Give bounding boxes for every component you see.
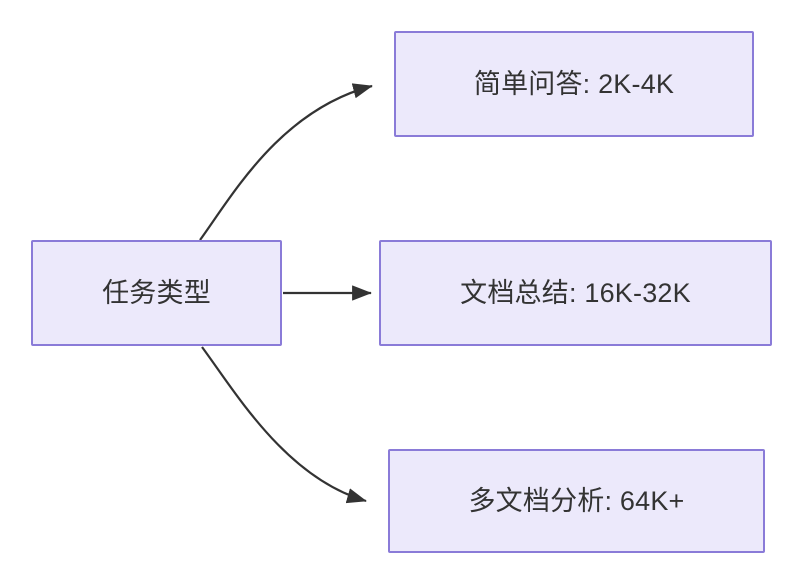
- node-simple-qa[interactable]: 简单问答: 2K-4K: [394, 31, 754, 137]
- node-doc-summary-label: 文档总结: 16K-32K: [460, 277, 691, 308]
- node-multi-doc[interactable]: 多文档分析: 64K+: [388, 449, 765, 553]
- node-task-type[interactable]: 任务类型: [31, 240, 282, 346]
- edge-task-to-multi-doc: [201, 346, 367, 504]
- node-doc-summary[interactable]: 文档总结: 16K-32K: [379, 240, 772, 346]
- node-task-type-label: 任务类型: [102, 277, 211, 308]
- node-multi-doc-label: 多文档分析: 64K+: [468, 485, 685, 516]
- edge-task-to-simple-qa: [199, 83, 373, 241]
- node-simple-qa-label: 简单问答: 2K-4K: [473, 68, 675, 99]
